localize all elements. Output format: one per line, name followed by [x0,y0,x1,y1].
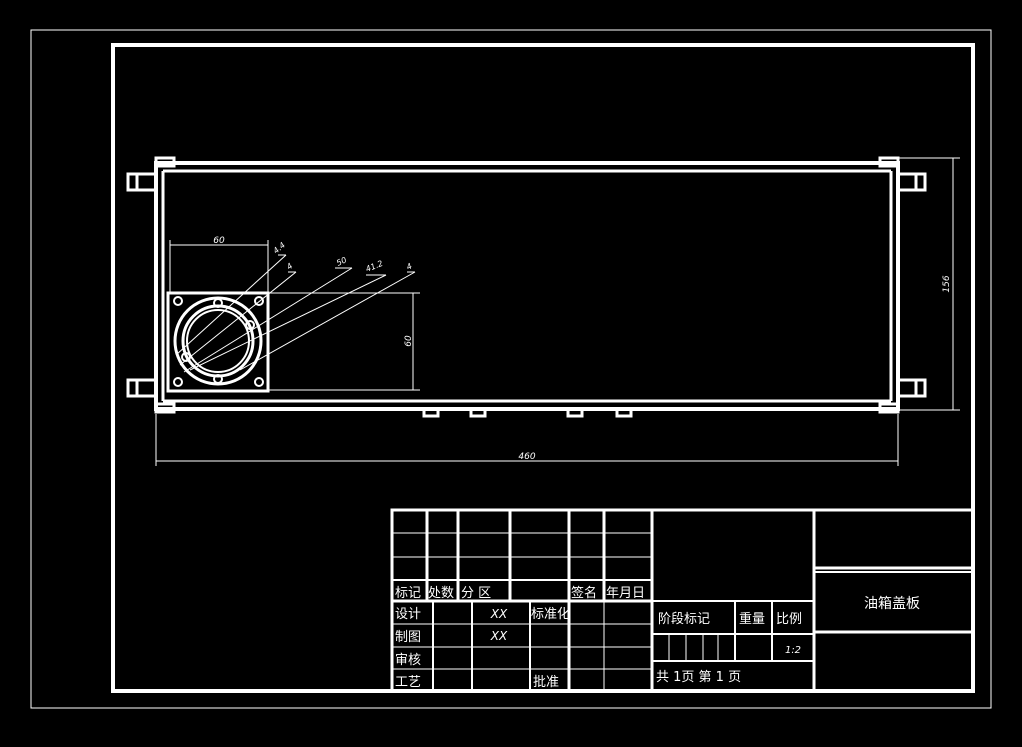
header-zone: 分 区 [461,586,491,601]
draw-label: 制图 [395,630,421,645]
weight-label: 重量 [739,611,765,627]
approve-label: 批准 [533,675,559,690]
design-label: 设计 [395,607,421,622]
header-date: 年月日 [606,586,645,601]
dim-leader-d: 41.2 [364,259,384,274]
dim-leader-b: 4 [285,261,294,271]
dim-flange-height: 60 [404,335,414,347]
sheet-info: 共 1页 第 1 页 [656,670,741,685]
bolt-hole [254,377,264,387]
dim-leader-c: 50 [335,255,348,267]
design-value: XX [490,607,508,621]
header-count: 处数 [428,586,454,601]
outer-sheet-border [30,29,992,709]
bolt-hole [173,377,183,387]
leader-lines [175,254,416,373]
draw-value: XX [490,629,508,643]
dim-leader-a: 4.4 [272,240,288,255]
bolt-hole [173,296,183,306]
review-label: 审核 [395,653,421,668]
flange [166,291,270,393]
mounting-tabs [126,172,927,418]
stage-label: 阶段标记 [658,612,710,627]
standardize-label: 标准化 [531,607,570,622]
scale-label: 比例 [776,612,802,627]
cover-plate [154,156,900,414]
dim-length: 460 [518,452,535,462]
dim-flange-width: 60 [213,236,225,246]
header-sign: 签名 [571,585,597,601]
dim-height: 156 [942,275,952,292]
scale-value: 1:2 [785,645,801,656]
title-block [390,508,975,693]
header-mark: 标记 [395,586,421,601]
dimension-lines [155,157,960,466]
dim-leader-e: 4 [405,262,413,272]
part-name: 油箱盖板 [864,596,920,612]
process-label: 工艺 [395,675,421,690]
bolt-hole [254,296,264,306]
